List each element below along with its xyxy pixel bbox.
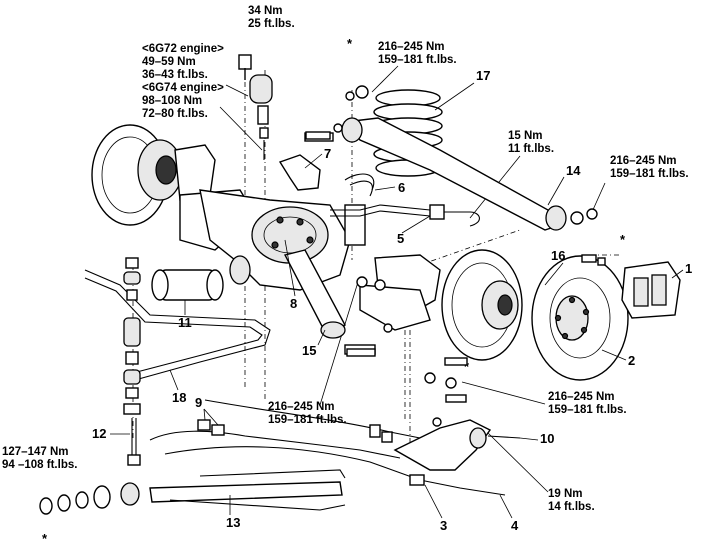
torque-label-bottom-left: 127–147 Nm 94 –108 ft.lbs. xyxy=(2,446,77,471)
asterisk-marker: * xyxy=(464,359,470,374)
brake-caliper xyxy=(581,254,681,319)
brake-backing-plate xyxy=(441,249,523,361)
callout-15-lower: 15 xyxy=(302,343,316,358)
parking-brake-cable xyxy=(149,399,506,496)
callout-9: 9 xyxy=(195,395,202,410)
callout-18: 18 xyxy=(172,390,186,405)
torque-nm: 34 Nm xyxy=(248,5,283,17)
callout-6: 6 xyxy=(398,180,405,195)
torque-label-bottom-right: 19 Nm 14 ft.lbs. xyxy=(548,488,595,513)
engine-6g72: <6G72 engine> xyxy=(142,43,224,55)
differential-carrier xyxy=(199,189,366,291)
torque-nm: 216–245 Nm xyxy=(548,391,615,403)
lower-control-arm-right xyxy=(393,417,521,471)
torque-ftlbs: 159–181 ft.lbs. xyxy=(378,54,457,66)
torque-label-top-stabilizer: 34 Nm 25 ft.lbs. xyxy=(248,5,295,30)
callout-5: 5 xyxy=(397,231,404,246)
asterisk-marker: * xyxy=(620,232,626,247)
bolts xyxy=(305,131,468,403)
torque-nm: 19 Nm xyxy=(548,488,583,500)
torque-nm: 216–245 Nm xyxy=(268,401,335,413)
engine-6g74: <6G74 engine> xyxy=(142,82,224,94)
callout-1: 1 xyxy=(685,261,692,276)
torque-nm: 216–245 Nm xyxy=(378,41,445,53)
callout-numbers: 1 2 3 4 5 6 7 8 9 10 11 12 13 14 15 16 1… xyxy=(92,68,692,533)
callout-8: 8 xyxy=(290,296,297,311)
callout-13: 13 xyxy=(226,515,240,530)
torque-ftlbs: 159–181 ft.lbs. xyxy=(548,404,627,416)
callout-3: 3 xyxy=(440,518,447,533)
callout-14: 14 xyxy=(566,163,581,178)
torque-label-right-arm: 216–245 Nm 159–181 ft.lbs. xyxy=(610,155,689,180)
drive-shaft-joint xyxy=(151,255,251,301)
stabilizer-bushing-top xyxy=(238,54,273,160)
engine-6g72-ftlbs: 36–43 ft.lbs. xyxy=(142,69,208,81)
callout-7: 7 xyxy=(324,146,331,161)
asterisk-marker: * xyxy=(42,531,48,546)
asterisk-marker: * xyxy=(347,36,353,51)
torque-nm: 127–147 Nm xyxy=(2,446,69,458)
engine-6g72-nm: 49–59 Nm xyxy=(142,56,196,68)
stabilizer-bar xyxy=(84,269,271,381)
callout-4: 4 xyxy=(511,518,519,533)
callout-17: 17 xyxy=(476,68,490,83)
brake-disc xyxy=(531,255,629,381)
callout-16: 16 xyxy=(551,248,565,263)
callout-12: 12 xyxy=(92,426,106,441)
torque-nm: 15 Nm xyxy=(508,130,543,142)
torque-ftlbs: 11 ft.lbs. xyxy=(508,143,554,155)
torque-ftlbs: 159–181 ft.lbs. xyxy=(268,414,347,426)
torque-ftlbs: 14 ft.lbs. xyxy=(548,501,595,513)
torque-label-lower-right: 216–245 Nm 159–181 ft.lbs. xyxy=(548,391,627,416)
engine-6g74-nm: 98–108 Nm xyxy=(142,95,202,107)
callout-2: 2 xyxy=(628,353,635,368)
lower-strut-bar xyxy=(39,469,346,515)
torque-label-upper-arm: 216–245 Nm 159–181 ft.lbs. xyxy=(378,41,457,66)
torque-label-engine-spec: <6G72 engine> 49–59 Nm 36–43 ft.lbs. <6G… xyxy=(142,43,224,120)
engine-6g74-ftlbs: 72–80 ft.lbs. xyxy=(142,108,208,120)
torque-nm: 216–245 Nm xyxy=(610,155,677,167)
callout-10: 10 xyxy=(540,431,554,446)
callout-11: 11 xyxy=(178,315,192,330)
lower-arm-knuckle xyxy=(356,254,441,331)
callout-leaders xyxy=(110,82,684,519)
torque-ftlbs: 25 ft.lbs. xyxy=(248,18,295,30)
torque-label-hose-bracket: 15 Nm 11 ft.lbs. xyxy=(508,130,554,155)
torque-label-lower-center: 216–245 Nm 159–181 ft.lbs. xyxy=(268,401,347,426)
stabilizer-link-stack xyxy=(123,257,141,466)
torque-ftlbs: 159–181 ft.lbs. xyxy=(610,168,689,180)
torque-ftlbs: 94 –108 ft.lbs. xyxy=(2,459,77,471)
